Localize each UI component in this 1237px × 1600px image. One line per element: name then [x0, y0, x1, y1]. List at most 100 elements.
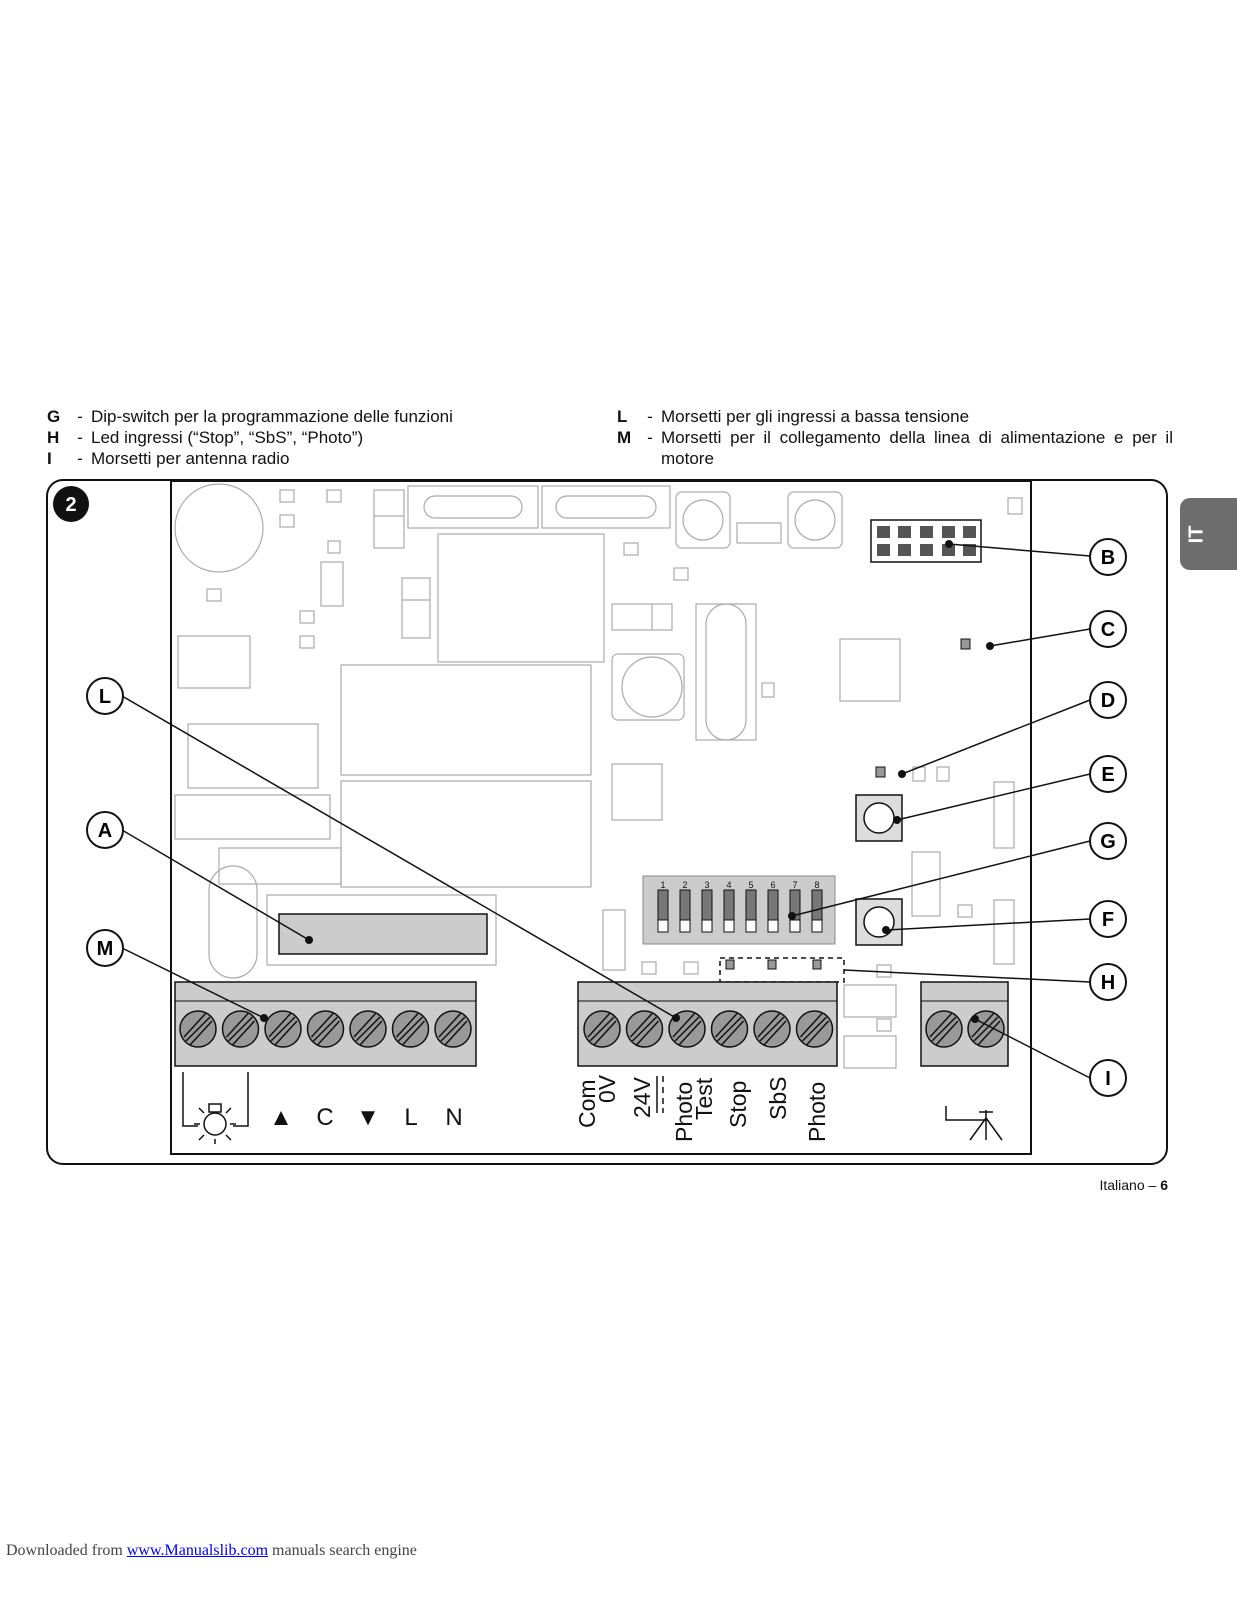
- svg-text:M: M: [97, 938, 114, 960]
- figure-number: 2: [65, 494, 76, 516]
- callout-e: E: [1089, 755, 1127, 793]
- callout-m: M: [86, 929, 124, 967]
- legend-left: G-Dip-switch per la programmazione delle…: [47, 406, 567, 469]
- input-leds-h: [719, 957, 845, 983]
- callout-d: D: [1089, 681, 1127, 719]
- board-outline: [170, 480, 1032, 1155]
- pcb-components: [174, 483, 1023, 1069]
- legend-text: Dip-switch per la programmazione delle f…: [91, 407, 453, 426]
- common-label: C: [316, 1104, 333, 1131]
- com-label: Com: [574, 1079, 600, 1128]
- page-number: Italiano – 6: [1099, 1177, 1168, 1193]
- motor-down-label: ▼: [356, 1104, 380, 1131]
- lamp-icon: [182, 1072, 249, 1144]
- dc-symbol: [656, 1076, 664, 1113]
- terminal-screw: [221, 1010, 260, 1048]
- dip-number: 4: [726, 880, 731, 890]
- photo-label: Photo: [671, 1082, 697, 1142]
- legend-item-l: L-Morsetti per gli ingressi a bassa tens…: [617, 406, 1173, 427]
- legend-key: M: [617, 428, 632, 447]
- page-number-value: 6: [1160, 1177, 1168, 1193]
- footer-suffix: manuals search engine: [268, 1542, 417, 1559]
- terminal-block-l: [577, 981, 838, 1067]
- relay-a: [278, 913, 488, 955]
- terminal-screw: [306, 1010, 345, 1048]
- zero-v-label: 0V: [594, 1074, 620, 1103]
- dip-number: 5: [748, 880, 753, 890]
- line-label: L: [404, 1104, 417, 1131]
- legend-dash: -: [647, 407, 653, 426]
- svg-text:B: B: [1101, 547, 1115, 569]
- legend-key: G: [47, 407, 61, 426]
- legend-right: L-Morsetti per gli ingressi a bassa tens…: [617, 406, 1173, 469]
- test-label: Test: [691, 1077, 717, 1120]
- callout-dots: [260, 540, 994, 1023]
- callouts: B C D E G F H I L A M: [86, 538, 1127, 1097]
- callout-g: G: [1089, 822, 1127, 860]
- terminal-screw: [179, 1010, 217, 1048]
- legend-item-m: M-Morsetti per il collegamento della lin…: [617, 427, 1173, 469]
- terminal-screw: [264, 1010, 302, 1048]
- power-terminal-labels: ▲ C ▼ L N: [269, 1104, 463, 1131]
- footer: Downloaded from www.Manualslib.com manua…: [6, 1542, 417, 1560]
- legend-text: Morsetti per gli ingressi a bassa tensio…: [661, 407, 970, 426]
- legend-item-h: H-Led ingressi (“Stop”, “SbS”, “Photo”): [47, 427, 567, 448]
- svg-text:I: I: [1105, 1068, 1111, 1090]
- dip-number: 8: [814, 880, 819, 890]
- figure-number-badge: [53, 486, 89, 522]
- terminal-screw: [349, 1010, 387, 1048]
- terminal-screws: [179, 1010, 1005, 1048]
- terminal-screw: [925, 1010, 963, 1048]
- page-label: Italiano –: [1099, 1177, 1157, 1193]
- legend-dash: -: [77, 428, 83, 447]
- legend-dash: -: [77, 449, 83, 468]
- dip-number: 3: [704, 880, 709, 890]
- dip-numbers: 1 2 3 4 5 6 7 8: [660, 880, 819, 890]
- legend-dash: -: [647, 428, 653, 447]
- callout-f: F: [1089, 900, 1127, 938]
- terminal-screw: [583, 1010, 621, 1048]
- legend-key: I: [47, 449, 52, 468]
- terminal-screw: [710, 1010, 749, 1048]
- terminal-screw: [391, 1010, 430, 1048]
- led-c: [960, 638, 971, 650]
- v24-label: 24V: [629, 1076, 655, 1118]
- callout-b: B: [1089, 538, 1127, 576]
- callout-h: H: [1089, 963, 1127, 1001]
- dip-levers: [657, 889, 823, 933]
- callout-a: A: [86, 811, 124, 849]
- callout-l: L: [86, 677, 124, 715]
- sbs-label: SbS: [765, 1077, 791, 1120]
- neutral-label: N: [445, 1104, 462, 1131]
- stop-label: Stop: [725, 1081, 751, 1128]
- terminal-screw: [795, 1010, 834, 1048]
- svg-text:H: H: [1101, 972, 1115, 994]
- motor-up-label: ▲: [269, 1104, 293, 1131]
- dip-number: 6: [770, 880, 775, 890]
- legend-dash: -: [77, 407, 83, 426]
- legend-item-g: G-Dip-switch per la programmazione delle…: [47, 406, 567, 427]
- antenna-icon: [945, 1106, 1003, 1141]
- svg-text:F: F: [1102, 909, 1114, 931]
- photo-label: Photo: [804, 1082, 830, 1142]
- callout-i: I: [1089, 1059, 1127, 1097]
- footer-prefix: Downloaded from: [6, 1542, 127, 1559]
- connector-b-pins: [877, 526, 976, 556]
- terminal-screw: [625, 1010, 664, 1048]
- legend-key: L: [617, 407, 628, 426]
- language-tab: IT: [1180, 498, 1237, 570]
- legend-text: Led ingressi (“Stop”, “SbS”, “Photo”): [91, 428, 364, 447]
- terminal-screw: [434, 1010, 472, 1048]
- legend-text: Morsetti per antenna radio: [91, 449, 290, 468]
- dip-number: 7: [792, 880, 797, 890]
- svg-text:L: L: [99, 686, 111, 708]
- dip-switch: [642, 875, 836, 945]
- dip-number: 1: [660, 880, 665, 890]
- callout-c: C: [1089, 610, 1127, 648]
- svg-text:A: A: [98, 820, 112, 842]
- svg-text:D: D: [1101, 690, 1115, 712]
- led-d: [875, 766, 886, 778]
- svg-text:E: E: [1101, 764, 1114, 786]
- manualslib-link[interactable]: www.Manualslib.com: [126, 1542, 269, 1559]
